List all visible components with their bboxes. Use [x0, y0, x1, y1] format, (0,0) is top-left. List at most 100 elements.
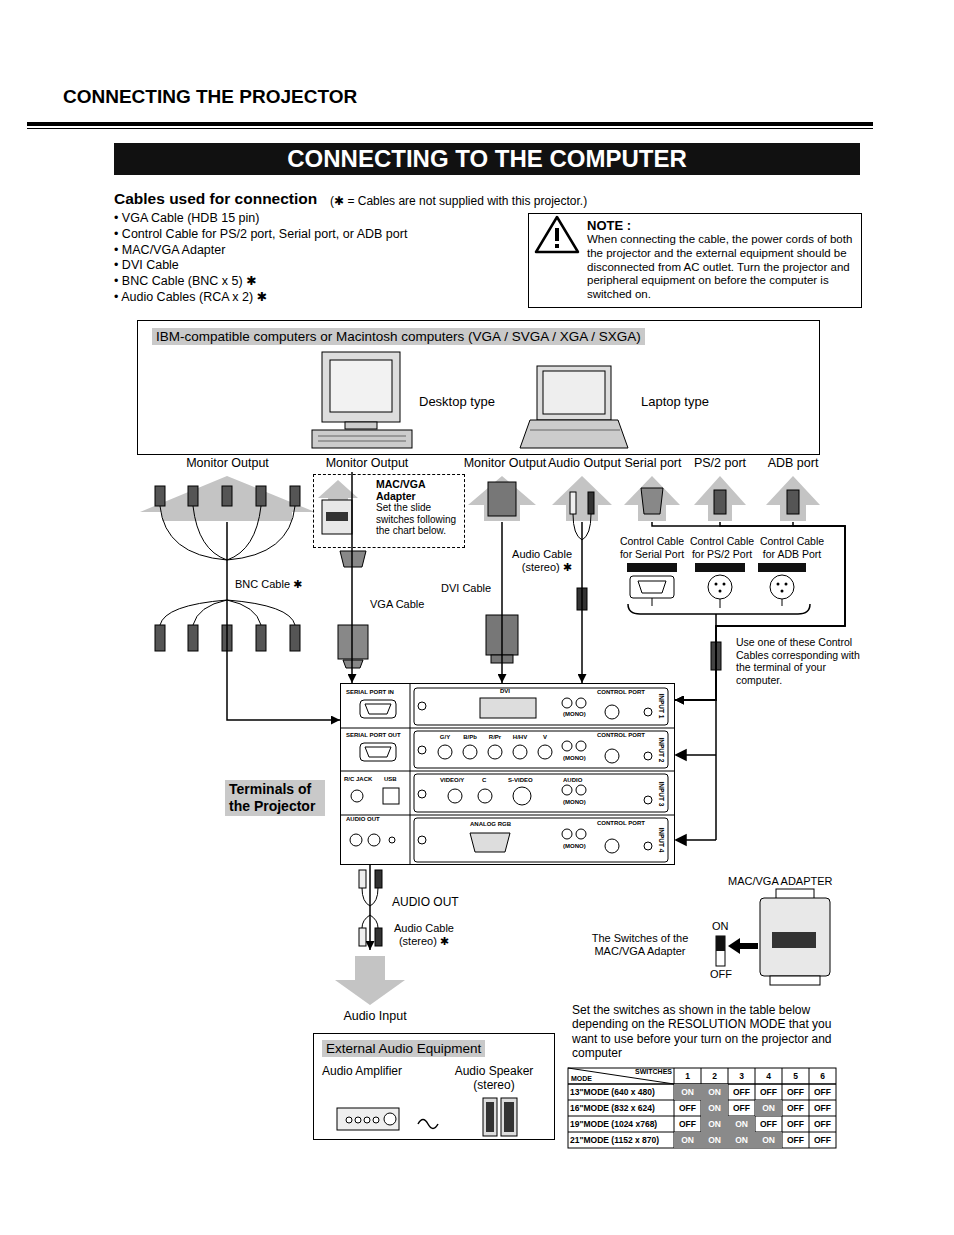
table-cell: OFF	[728, 1100, 755, 1116]
annotation: Control Cable for ADB Port	[757, 535, 827, 560]
output-arrow	[552, 476, 612, 521]
output-arrow	[766, 476, 820, 521]
switch-icon	[716, 936, 758, 966]
table-cell: 19"MODE (1024 x768)	[570, 1116, 674, 1132]
vga-connector	[343, 660, 363, 668]
table-cell: 2	[701, 1068, 728, 1084]
terminal-label: S-VIDEO	[508, 777, 533, 784]
screw	[644, 708, 652, 716]
desktop-computer	[330, 360, 392, 412]
annotation: Audio Cable (stereo) ✱	[388, 922, 460, 948]
table-cell: OFF	[782, 1132, 809, 1148]
output-port: Audio Output	[548, 456, 620, 522]
terminal	[538, 745, 552, 759]
table-grid	[809, 1068, 810, 1148]
terminal	[576, 698, 586, 708]
terminal	[576, 829, 586, 839]
terminal	[562, 829, 572, 839]
laptop-computer	[520, 366, 628, 448]
terminal	[562, 698, 572, 708]
desktop-computer	[318, 436, 406, 437]
output-arrow	[468, 476, 536, 521]
screw	[418, 702, 426, 710]
terminal-label: CONTROL PORT	[597, 689, 645, 696]
port-icon	[630, 576, 674, 598]
terminal	[389, 837, 395, 843]
speaker-icon	[486, 1102, 494, 1132]
vga-connector	[338, 625, 368, 659]
table-cell: ON	[701, 1084, 728, 1100]
node-heading: Terminals of the Projector	[225, 780, 325, 816]
node-heading: NOTE :	[587, 218, 855, 233]
audio-amplifier-icon	[373, 1117, 379, 1123]
switch-icon	[716, 936, 725, 966]
projector-panel	[410, 683, 411, 865]
annotation: • BNC Cable (BNC x 5) ✱	[114, 274, 257, 289]
terminal	[605, 705, 619, 719]
bnc-connector	[290, 486, 300, 506]
audio-amplifier-icon	[418, 1120, 438, 1129]
audio-amplifier-icon	[337, 1108, 399, 1130]
bnc-cable	[227, 600, 295, 625]
terminal	[513, 787, 531, 805]
table-cell: OFF	[782, 1084, 809, 1100]
mac-vga-adapter-drawing	[760, 889, 830, 985]
node-heading: Laptop type	[526, 346, 721, 409]
terminal	[576, 741, 586, 751]
port-icon	[770, 575, 794, 599]
output-port: Serial port	[622, 456, 684, 522]
terminal-label: SERIAL PORT OUT	[346, 732, 401, 739]
node-body: When connecting the cable, the power cor…	[587, 233, 855, 302]
table-cell: ON	[701, 1132, 728, 1148]
mac-vga-adapter-drawing	[770, 976, 820, 985]
control-branch	[684, 754, 716, 756]
switch-icon	[716, 936, 725, 951]
output-port: Monitor Output	[462, 456, 548, 522]
laptop-computer	[530, 430, 620, 431]
mac-vga-adapter-drawing	[772, 932, 816, 948]
bnc-connector	[256, 486, 266, 506]
dvi-connector	[488, 482, 516, 516]
bnc-cable	[160, 506, 227, 560]
warning-icon	[536, 217, 578, 252]
annotation: ON	[712, 920, 729, 933]
vga-connector	[340, 551, 366, 567]
audio-out-cable	[375, 870, 382, 888]
table-cell: ON	[701, 1116, 728, 1132]
terminal	[365, 747, 391, 757]
terminal	[368, 834, 380, 846]
terminal	[513, 745, 527, 759]
bnc-connector	[155, 625, 165, 651]
control-plug	[787, 490, 799, 514]
annotation: VGA Cable	[370, 598, 424, 611]
node-heading: External Audio Equipment	[322, 1040, 485, 1057]
annotation: • Audio Cables (RCA x 2) ✱	[114, 290, 267, 305]
node-heading: Audio Input	[320, 950, 430, 1023]
projector-panel	[414, 774, 668, 812]
bnc-cable	[227, 506, 295, 560]
node-heading: Audio Speaker (stereo)	[439, 1064, 549, 1092]
output-arrow	[140, 476, 820, 521]
computer-group: IBM-compatible computers or Macintosh co…	[137, 320, 820, 455]
annotation: • MAC/VGA Adapter	[114, 243, 225, 258]
output-port: Monitor Output	[140, 456, 315, 522]
port-icon	[758, 563, 806, 572]
node-heading: Audio Amplifier	[322, 1064, 434, 1078]
output-port: Monitor Output	[312, 456, 422, 472]
bracket	[628, 604, 810, 614]
annotation: (✱ = Cables are not supplied with this p…	[330, 194, 587, 208]
terminal	[470, 833, 510, 852]
node-heading: Desktop type	[306, 346, 506, 409]
table-cell: SWITCHES	[622, 1068, 672, 1076]
control-plug	[641, 488, 663, 514]
screw	[644, 752, 652, 760]
table-cell: 21"MODE (1152 x 870)	[570, 1132, 674, 1148]
terminal	[562, 741, 572, 751]
switch-icon	[728, 938, 758, 954]
port-icon	[638, 581, 666, 593]
bnc-connector	[188, 625, 198, 651]
port-icon	[719, 590, 722, 593]
table-cell: OFF	[674, 1100, 701, 1116]
laptop-computer	[543, 371, 605, 414]
screw	[644, 842, 652, 850]
